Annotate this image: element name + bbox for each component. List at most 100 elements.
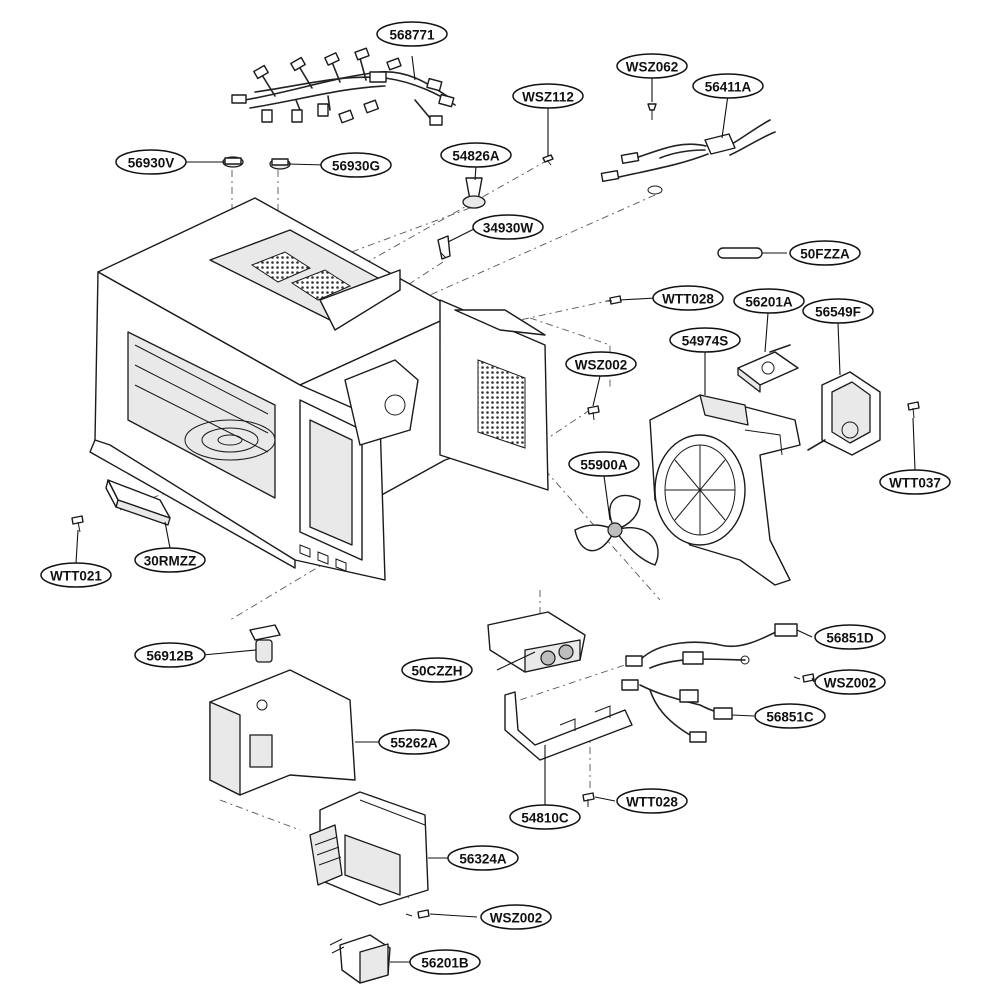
wire-harness-568771: [231, 47, 456, 126]
magnetron-56324a: [309, 791, 429, 906]
callout-text: 50CZZH: [411, 664, 462, 679]
callout-oval: [814, 669, 886, 695]
screw-wsz062: [647, 103, 657, 120]
callout-568771: 568771: [376, 21, 448, 47]
callout-text: 34930W: [483, 221, 534, 236]
thermostat-56930g: [269, 158, 291, 170]
callout-text: WSZ002: [824, 676, 877, 691]
side-panel-mesh: [439, 299, 549, 491]
callout-text: 55900A: [580, 458, 628, 473]
callout-text: WTT028: [662, 292, 714, 307]
callout-text: 56851C: [766, 710, 814, 725]
callout-text: 56549F: [815, 305, 861, 320]
callout-oval: [378, 729, 450, 755]
oven-cavity: [89, 197, 461, 581]
callout-text: 54810C: [521, 811, 569, 826]
callout-text: 56851D: [826, 631, 874, 646]
callout-oval: [134, 547, 206, 573]
callout-oval: [401, 657, 473, 683]
callout-oval: [754, 703, 826, 729]
callout-wsz002-right: WSZ002: [814, 669, 886, 695]
screw-wsz002-right: [793, 673, 815, 683]
leader-lines: [75, 55, 916, 963]
screw-wsz112: [542, 154, 554, 166]
callout-56851c: 56851C: [754, 703, 826, 729]
callout-oval: [733, 288, 805, 314]
callout-text: 56912B: [146, 649, 194, 664]
callout-56930v: 56930V: [115, 149, 187, 175]
fan-motor-56549f: [807, 371, 881, 456]
callout-56912b: 56912B: [134, 642, 206, 668]
callout-oval: [40, 562, 112, 588]
bracket-34930w: [437, 235, 451, 260]
callout-text: 56930G: [332, 159, 380, 174]
callout-text: 56201A: [745, 295, 793, 310]
callout-oval: [652, 285, 724, 311]
callout-56201b: 56201B: [409, 949, 481, 975]
callout-56930g: 56930G: [320, 152, 392, 178]
callout-oval: [447, 845, 519, 871]
lamp-socket-54826a: [462, 177, 486, 209]
callout-text: 56324A: [459, 852, 507, 867]
callout-oval: [376, 21, 448, 47]
callout-wsz002-bottom: WSZ002: [480, 904, 552, 930]
callout-oval: [320, 152, 392, 178]
callout-oval: [512, 83, 584, 109]
callout-55262a: 55262A: [378, 729, 450, 755]
callout-text: 30RMZZ: [144, 554, 197, 569]
callout-56411a: 56411A: [692, 73, 764, 99]
callout-50fzza: 50FZZA: [789, 240, 861, 266]
fan-blade-55900a: [574, 494, 659, 566]
callout-text: WSZ112: [522, 90, 574, 105]
callout-text: 54826A: [452, 149, 500, 164]
callout-55900a: 55900A: [568, 451, 640, 477]
callout-oval: [802, 298, 874, 324]
capacitor-50czzh: [487, 611, 586, 673]
callout-oval: [134, 642, 206, 668]
callout-oval: [814, 624, 886, 650]
base-plate-55262a: [209, 669, 356, 796]
callout-oval: [565, 351, 637, 377]
screw-wtt021: [71, 515, 84, 533]
switch-block-30rmzz: [105, 479, 171, 526]
screw-wtt028-top: [606, 295, 622, 305]
callout-54974s: 54974S: [669, 327, 741, 353]
callout-text: 55262A: [390, 736, 438, 751]
callout-wtt021: WTT021: [40, 562, 112, 588]
callout-text: 56930V: [128, 156, 175, 171]
fan-duct-54974s: [649, 394, 801, 586]
callout-text: WTT028: [626, 795, 678, 810]
callout-text: 56201B: [421, 956, 469, 971]
callout-56851d: 56851D: [814, 624, 886, 650]
callout-oval: [115, 149, 187, 175]
callout-oval: [616, 53, 688, 79]
callout-54826a: 54826A: [440, 142, 512, 168]
callout-wsz112: WSZ112: [512, 83, 584, 109]
callout-wtt028-top: WTT028: [652, 285, 724, 311]
callout-text: WSZ002: [575, 358, 628, 373]
callout-34930w: 34930W: [472, 214, 544, 240]
thermal-fuse-56201a: [737, 344, 799, 393]
callout-oval: [509, 804, 581, 830]
callout-56324a: 56324A: [447, 845, 519, 871]
wire-assembly-56851c: [621, 679, 733, 743]
callout-56201a: 56201A: [733, 288, 805, 314]
callout-text: 568771: [389, 28, 435, 43]
callout-oval: [440, 142, 512, 168]
screw-wsz002-bottom: [405, 909, 430, 919]
thermal-56201b: [329, 934, 391, 984]
callout-wtt037: WTT037: [879, 469, 951, 495]
callout-54810c: 54810C: [509, 804, 581, 830]
callout-text: 50FZZA: [800, 247, 850, 262]
callout-text: WSZ062: [626, 60, 679, 75]
callout-text: 56411A: [705, 80, 752, 95]
turntable-motor-56912b: [249, 624, 281, 663]
bracket-54810c: [504, 691, 633, 761]
callout-text: 54974S: [682, 334, 729, 349]
callout-50czzh: 50CZZH: [401, 657, 473, 683]
callout-oval: [616, 788, 688, 814]
screw-wtt028-bottom: [582, 792, 595, 807]
